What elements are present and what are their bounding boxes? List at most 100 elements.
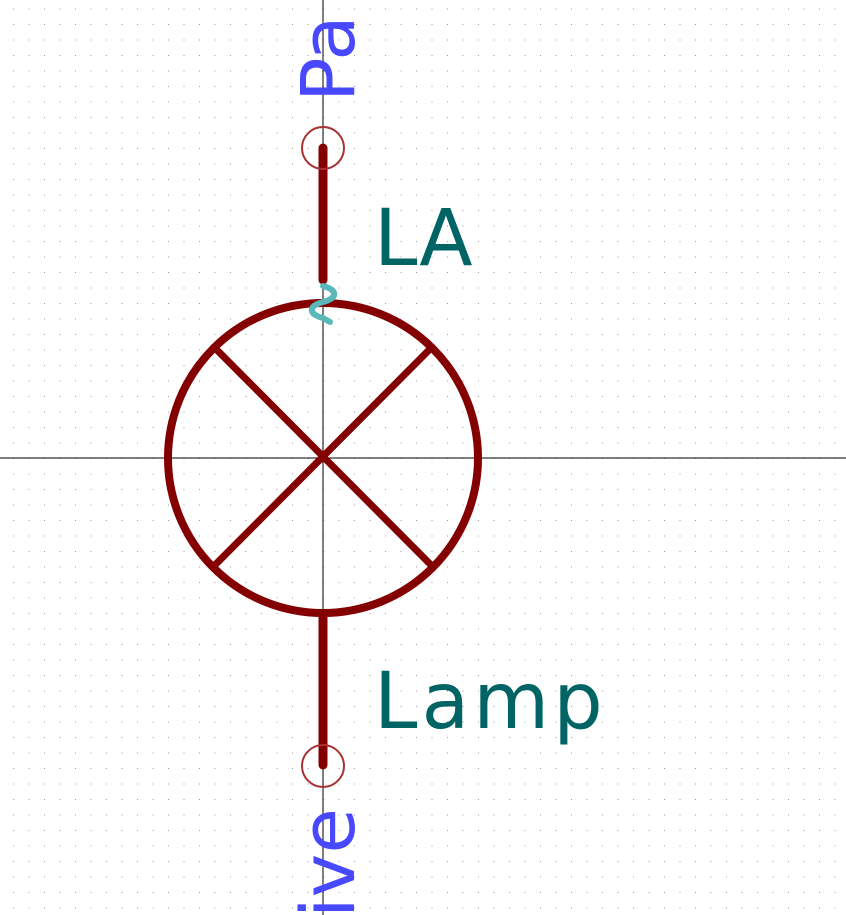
grid-dot — [214, 39, 216, 41]
grid-dot — [199, 303, 200, 304]
grid-dot — [757, 489, 758, 490]
reference-designator[interactable]: LA — [374, 194, 473, 284]
pin-top-connection-marker[interactable] — [301, 126, 345, 170]
grid-dot — [400, 799, 402, 800]
grid-dot — [602, 644, 603, 645]
grid-dot — [524, 535, 526, 537]
grid-dot — [44, 256, 45, 258]
grid-dot — [261, 799, 262, 800]
grid-dot — [509, 504, 510, 506]
grid-dot — [726, 411, 727, 413]
value-field[interactable]: Lamp — [374, 657, 607, 747]
grid-dot — [524, 659, 526, 661]
grid-dot — [152, 613, 154, 614]
grid-dot — [307, 256, 309, 258]
grid-dot — [292, 783, 293, 785]
grid-dot — [772, 225, 774, 227]
grid-dot — [292, 86, 293, 87]
grid-dot — [183, 737, 185, 738]
grid-dot — [338, 411, 340, 413]
grid-dot — [121, 380, 123, 382]
grid-dot — [75, 504, 76, 506]
grid-dot — [772, 535, 774, 537]
grid-dot — [59, 814, 61, 816]
grid-dot — [726, 752, 727, 754]
grid-dot — [757, 442, 758, 444]
grid-dot — [214, 799, 216, 800]
grid-dot — [741, 70, 743, 72]
grid-dot — [28, 489, 30, 490]
grid-dot — [183, 644, 185, 645]
grid-dot — [261, 380, 262, 382]
grid-dot — [13, 473, 14, 475]
grid-dot — [803, 334, 805, 335]
grid-dot — [478, 582, 479, 583]
grid-dot — [214, 644, 216, 645]
grid-dot — [385, 256, 386, 258]
grid-dot — [602, 845, 603, 847]
grid-dot — [400, 427, 402, 428]
grid-dot — [757, 814, 758, 816]
grid-dot — [292, 55, 293, 56]
grid-dot — [571, 8, 572, 10]
grid-dot — [261, 845, 262, 847]
grid-dot — [385, 442, 386, 444]
grid-dot — [633, 117, 634, 118]
grid-dot — [385, 566, 386, 568]
grid-dot — [803, 799, 805, 800]
grid-dot — [602, 210, 603, 211]
grid-dot — [710, 303, 712, 304]
grid-dot — [307, 396, 309, 397]
grid-dot — [261, 132, 262, 134]
grid-dot — [13, 675, 14, 676]
grid-dot — [416, 473, 417, 475]
grid-dot — [493, 814, 495, 816]
grid-dot — [431, 597, 433, 599]
grid-dot — [648, 613, 650, 614]
grid-dot — [757, 830, 758, 831]
grid-dot — [168, 101, 169, 103]
grid-dot — [121, 737, 123, 738]
grid-dot — [416, 799, 417, 800]
grid-dot — [90, 70, 92, 72]
grid-dot — [710, 551, 712, 552]
grid-dot — [524, 520, 526, 521]
grid-dot — [245, 442, 247, 444]
grid-dot — [44, 737, 45, 738]
grid-dot — [199, 582, 200, 583]
grid-dot — [447, 380, 448, 382]
grid-dot — [447, 194, 448, 196]
grid-dot — [354, 365, 355, 366]
grid-dot — [261, 101, 262, 103]
grid-dot — [307, 210, 309, 211]
pin-bottom-connection-marker[interactable] — [301, 744, 345, 788]
grid-dot — [478, 148, 479, 149]
grid-dot — [540, 210, 541, 211]
grid-dot — [431, 814, 433, 816]
grid-dot — [571, 132, 572, 134]
grid-dot — [726, 349, 727, 351]
grid-dot — [214, 613, 216, 614]
grid-dot — [602, 55, 603, 56]
grid-dot — [493, 148, 495, 149]
grid-dot — [555, 287, 557, 289]
grid-dot — [462, 861, 464, 862]
grid-dot — [199, 520, 200, 521]
grid-dot — [726, 799, 727, 800]
grid-dot — [338, 783, 340, 785]
grid-dot — [214, 582, 216, 583]
grid-dot — [307, 411, 309, 413]
grid-dot — [137, 768, 138, 769]
grid-dot — [524, 675, 526, 676]
grid-dot — [59, 39, 61, 41]
grid-dot — [416, 8, 417, 10]
grid-dot — [633, 752, 634, 754]
grid-dot — [338, 148, 340, 149]
lamp-symbol[interactable] — [164, 126, 482, 788]
grid-dot — [338, 535, 340, 537]
grid-dot — [59, 892, 61, 893]
grid-dot — [168, 318, 169, 320]
grid-dot — [152, 365, 154, 366]
grid-dot — [602, 473, 603, 475]
